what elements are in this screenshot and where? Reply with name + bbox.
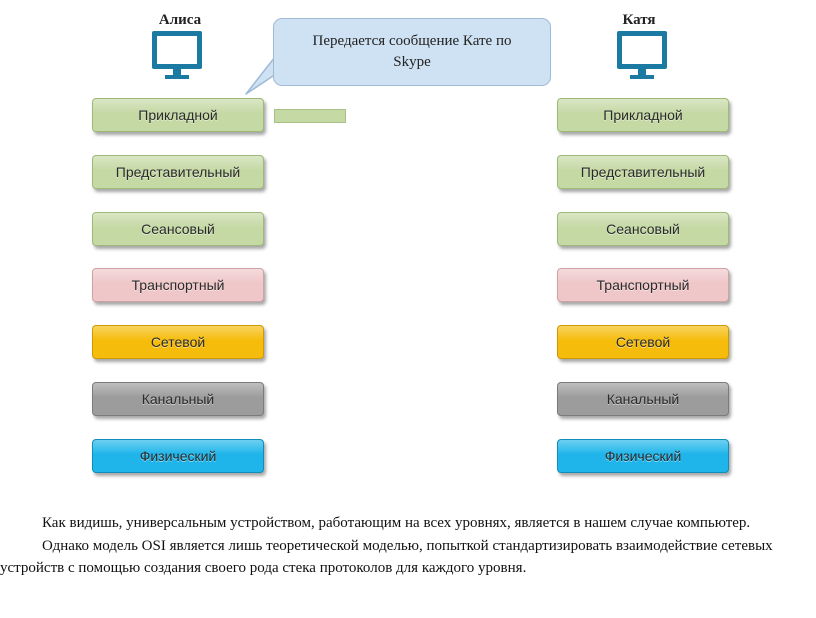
right-layer-5: Канальный [557, 382, 729, 416]
paragraph-2: Однако модель OSI является лишь теоретич… [0, 537, 773, 577]
left-layer-label: Канальный [141, 391, 215, 407]
right-layer-label: Физический [604, 448, 682, 464]
right-layer-label: Представительный [580, 164, 706, 180]
right-layer-label: Канальный [606, 391, 680, 407]
left-layer-5: Канальный [92, 382, 264, 416]
left-layer-label: Прикладной [138, 107, 218, 123]
right-layer-4: Сетевой [557, 325, 729, 359]
left-layer-6: Физический [92, 439, 264, 473]
right-layer-label: Транспортный [596, 277, 690, 293]
left-layer-0: Прикладной [92, 98, 264, 132]
right-layer-1: Представительный [557, 155, 729, 189]
left-layer-label: Сеансовый [141, 221, 215, 237]
right-node-title: Катя [622, 12, 656, 28]
right-layer-label: Сетевой [615, 334, 671, 350]
speech-bubble: Передается сообщение Кате по Skype [273, 18, 551, 86]
left-layer-label: Физический [139, 448, 217, 464]
right-layer-3: Транспортный [557, 268, 729, 302]
right-computer-icon [617, 31, 667, 79]
right-layer-6: Физический [557, 439, 729, 473]
left-layer-label: Сетевой [150, 334, 206, 350]
left-layer-label: Транспортный [131, 277, 225, 293]
left-layer-4: Сетевой [92, 325, 264, 359]
body-text: Как видишь, универсальным устройством, р… [0, 512, 816, 580]
right-layer-label: Прикладной [603, 107, 683, 123]
left-layer-1: Представительный [92, 155, 264, 189]
left-layer-2: Сеансовый [92, 212, 264, 246]
left-computer-icon [152, 31, 202, 79]
right-layer-0: Прикладной [557, 98, 729, 132]
left-node-title: Алиса [158, 12, 202, 28]
right-layer-2: Сеансовый [557, 212, 729, 246]
left-layer-label: Представительный [115, 164, 241, 180]
message-packet [274, 109, 346, 123]
right-layer-label: Сеансовый [606, 221, 680, 237]
paragraph-1: Как видишь, универсальным устройством, р… [42, 515, 751, 531]
left-layer-3: Транспортный [92, 268, 264, 302]
speech-bubble-text: Передается сообщение Кате по Skype [312, 33, 512, 70]
